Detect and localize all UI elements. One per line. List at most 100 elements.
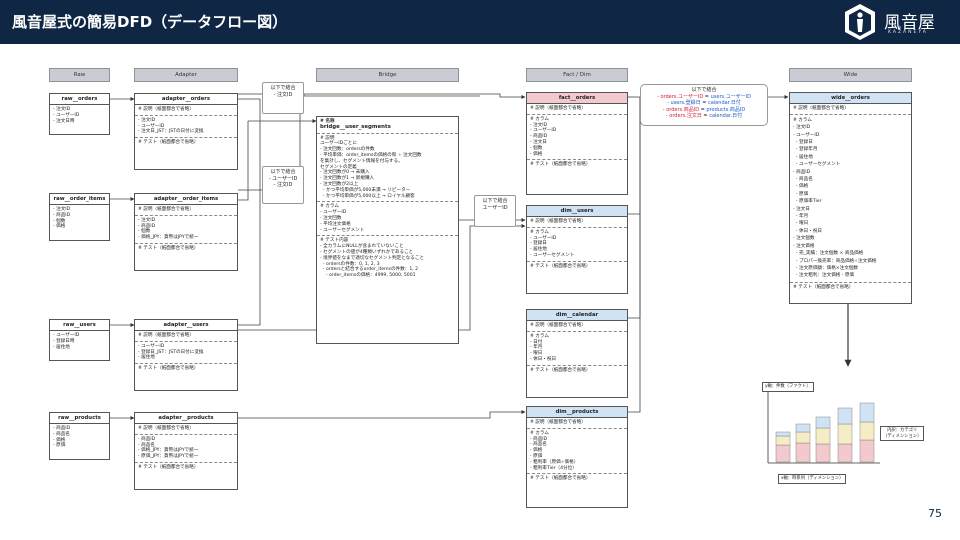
layer-raw: Raw [49,68,110,82]
column-item: - 居住地 [530,247,547,253]
column-item: - 商品名 [138,442,155,448]
test-line: - ordersと結合するorder_itemsの件数：1, 2 [320,267,419,273]
desc-line: - かつ平均単価が5,000以上 → ロイヤル顧客 [320,193,415,199]
description: # 説明（紙面都合で省略） [138,333,194,338]
column-item: - 商品ID [530,134,548,140]
note-line: 以下で結合 [482,198,508,204]
table-name: adapter__orders [135,94,237,105]
adapter-orders-table: adapter__orders # 説明（紙面都合で省略） - 注文ID - ユ… [134,93,238,170]
column-item: - 売_実績：注文個数 × 商品価格 [793,251,864,257]
note-line: 以下で結合 [270,169,296,175]
dim-users-table: dim__users # 説明（紙面都合で省略） # カラム - ユーザーID … [526,205,628,294]
description: # 説明（紙面都合で省略） [138,207,194,212]
table-name: bridge__user_segments [320,123,391,130]
raw-order-items-table: raw__order_items - 注文ID - 商品ID - 個数 - 価格 [49,193,110,241]
column-item: - 平均注文価格 [320,221,351,227]
test-note: # テスト（紙面都合で省略） [530,263,591,269]
column-item: - 登録日時 [53,338,75,344]
column-item: - 曜日 [530,351,543,357]
header-bar: 風音屋式の簡易DFD（データフロー図） 風音屋 KAZANEYA [0,0,960,44]
column-item: - 商品ID [793,169,811,175]
fact-orders-table: fact__orders # 説明（紙面都合で省略） # カラム - 注文ID … [526,92,628,195]
test-line: - 境界値をなまで適切なセグメント判定となること [320,255,425,261]
column-item: - 居住地 [793,154,813,160]
desc-line: - 注文回数が1 → 新規購入 [320,176,375,182]
table-name: wide__orders [790,93,911,104]
chart-x-axis-label: x軸：時系列（ディメンション） [778,474,847,484]
page-title: 風音屋式の簡易DFD（データフロー図） [12,13,288,31]
column-item: - 注文ID [53,107,71,112]
column-item: - 日付 [530,339,543,345]
table-name: raw__products [50,413,109,424]
column-item: # カラム [530,229,549,235]
label-line: （ディメンション） [883,433,922,439]
column-item: - 注文ID [793,125,811,131]
column-item: - 注文日 [793,206,810,212]
table-name: fact__orders [527,93,627,104]
column-item: - ユーザーID [53,333,80,338]
wide-orders-table: wide__orders # 説明（紙面都合で省略） # カラム - 注文ID … [789,92,912,304]
adapter-products-table: adapter__products # 説明（紙面都合で省略） - 商品ID -… [134,412,238,490]
column-item: - 注文回数 [320,215,342,221]
column-item: - 登録日_JST：JSTの日付に変換 [138,349,204,355]
column-item: - 居住地 [53,344,70,350]
desc-line: - 注文回数が2以上 [320,181,359,187]
column-item: - 個数 [138,229,151,235]
join-condition: - users.登録日 = calendar.日付 [667,100,741,106]
join-note-wide: 以下で結合 - orders.ユーザーID = users.ユーザーID - u… [640,84,768,126]
column-item: - 注文個数 [793,236,815,242]
column-item: - ユーザーセグメント [793,162,841,168]
note-line: - ユーザーID [268,175,298,182]
column-item: - ユーザーID [320,210,347,216]
column-item: - 原価_JPY：貨幣はJPYで統一 [138,454,199,460]
layer-fact-dim: Fact / Dim [526,68,628,82]
note-line: 以下で結合 [270,85,296,91]
description: # 説明（紙面都合で省略） [530,106,586,111]
test-note: # テスト（紙面都合で省略） [793,284,854,290]
column-item: - ユーザーID [138,343,165,349]
column-item: - 価格 [530,448,543,454]
column-item: - 年月 [793,214,809,220]
desc-line: - 平均単価：order_itemsの価格の和 ÷ 注文回数 [320,152,422,158]
column-item: - 登録日 [530,241,547,247]
join-note-orders: 以下で結合 - 注文ID [262,82,304,114]
table-name: adapter__order_items [135,194,237,205]
column-item: # カラム [530,333,549,339]
test-note: # テスト（紙面都合で省略） [530,476,591,482]
note-line: - 注文ID [273,182,293,188]
table-name: adapter__products [135,413,237,424]
desc-line: を集計し、セグメント情報を付与する。 [320,158,403,164]
name-label: # 名称 [320,119,335,124]
column-item: - ユーザーID [530,235,557,241]
dim-products-table: dim__products # 説明（紙面都合で省略） # カラム - 商品ID… [526,406,628,508]
table-name: raw__order_items [50,194,109,205]
column-item: - 登録日 [793,140,813,146]
desc-line: - 注文回数：ordersの件数 [320,147,375,153]
column-item: - 曜日 [793,221,809,227]
column-item: - 注文ID [138,117,156,123]
column-item: - 居住地 [138,355,155,361]
description: # 説明（紙面都合で省略） [793,106,849,111]
column-item: - 粗利率Tier（4分位） [530,465,577,471]
column-item: - 注文日_JST：JSTの日付に変換 [138,129,204,135]
column-item: - 商品ID [138,436,156,442]
desc-line: ユーザーIDごとに [320,141,357,147]
column-item: - 注文粗利：注文価格 - 原価 [793,273,855,279]
column-item: - 注文日時 [53,118,75,124]
brand-name: 風音屋 [884,13,935,33]
table-name: dim__products [527,407,627,418]
raw-orders-table: raw__orders - 注文ID - ユーザーID - 注文日時 [49,93,110,135]
column-item: - 粗利率（原価÷価格） [530,459,579,465]
description: # 説明（紙面都合で省略） [138,426,194,431]
page-number: 75 [928,507,942,520]
note-title: 以下で結合 [691,87,717,93]
column-item: - 商品ID [53,426,71,431]
raw-products-table: raw__products - 商品ID - 商品名 - 価格 - 原価 [49,412,110,460]
test-note: # テスト（紙面都合で省略） [138,366,199,372]
column-item: - 注文日 [530,139,547,145]
test-note: # テスト（紙面都合で省略） [138,464,199,470]
column-item: - 価格_JPY：貨幣はJPYで統一 [138,235,199,241]
desc-line: - かつ平均単価が5,000未満 → リピーター [320,187,411,193]
bridge-user-segments-table: # 名称 bridge__user_segments # 説明 ユーザーIDごと… [316,116,459,344]
note-line: ユーザーID [482,204,508,211]
